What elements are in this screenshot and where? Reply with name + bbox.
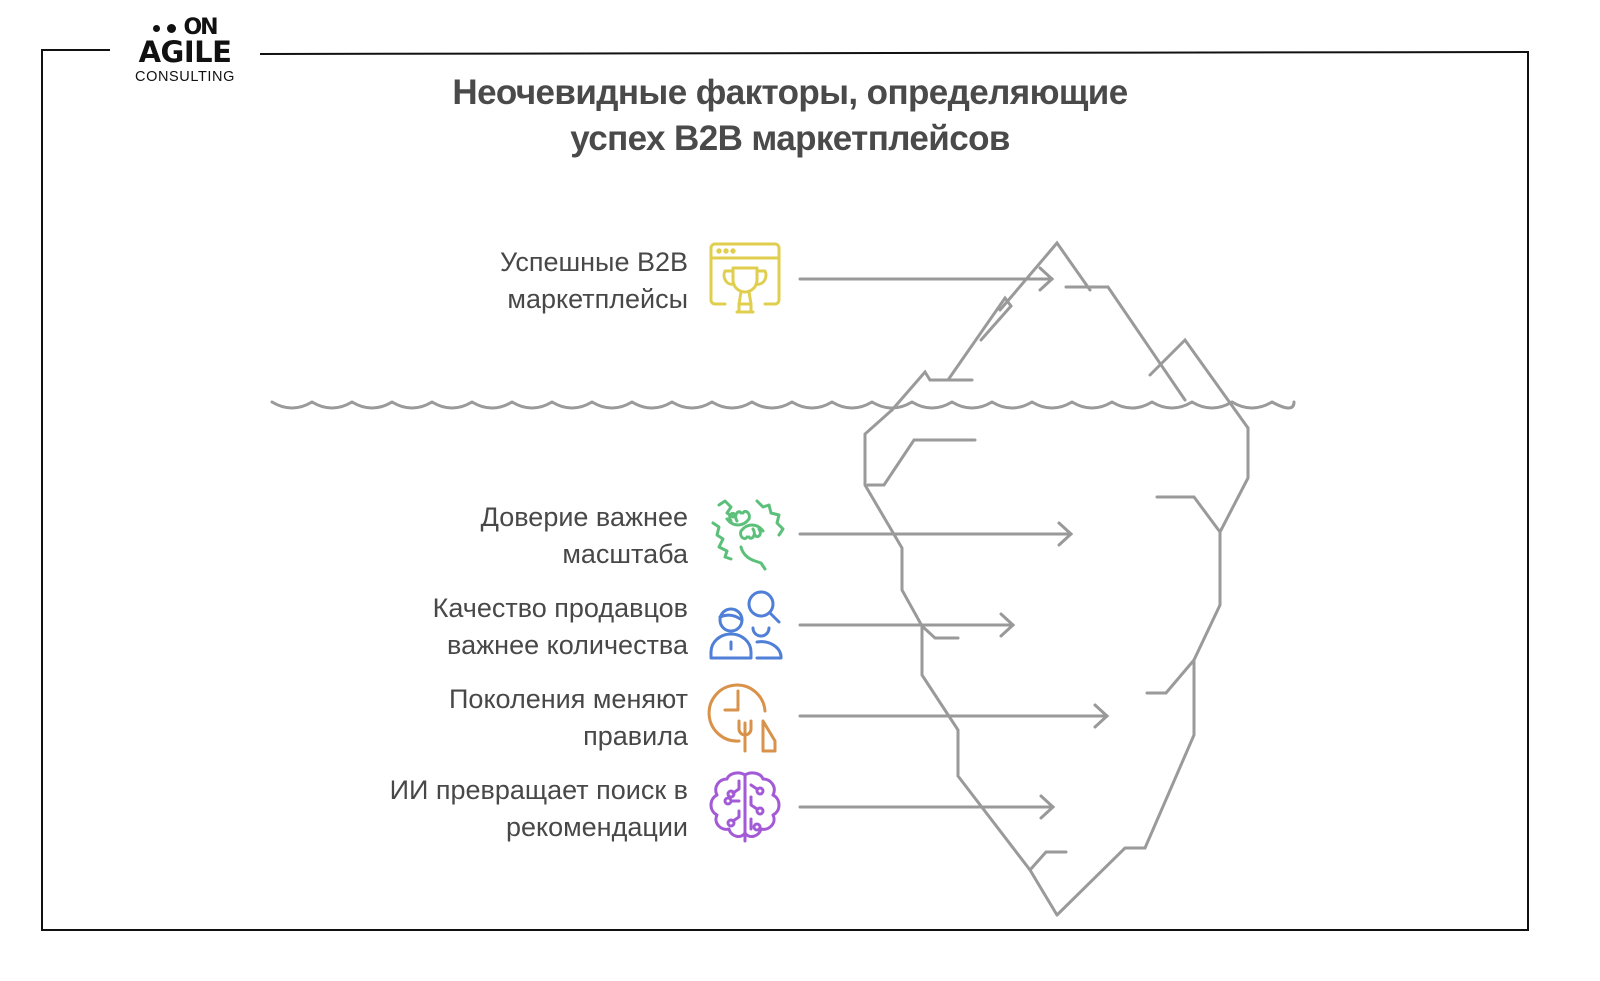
label-line: маркетплейсы bbox=[507, 284, 688, 314]
logo-mark-text: ON bbox=[183, 15, 218, 40]
logo-name: AGILE bbox=[138, 35, 232, 69]
generations-clock-icon bbox=[707, 683, 777, 753]
label-line: ИИ превращает поиск в bbox=[389, 775, 688, 805]
label-line: Качество продавцов bbox=[432, 593, 688, 623]
label-line: Поколения меняют bbox=[449, 684, 688, 714]
trophy-browser-icon bbox=[709, 242, 781, 314]
label-successful-marketplaces: Успешные B2B маркетплейсы bbox=[500, 244, 688, 318]
page-title: Неочевидные факторы, определяющие успех … bbox=[360, 70, 1220, 162]
company-logo: ON AGILE CONSULTING bbox=[110, 16, 260, 85]
label-seller-quality: Качество продавцов важнее количества bbox=[433, 590, 688, 664]
logo-subtitle: CONSULTING bbox=[135, 69, 235, 85]
ai-brain-icon bbox=[709, 771, 781, 843]
label-trust: Доверие важнее масштаба bbox=[481, 499, 688, 573]
title-line-1: Неочевидные факторы, определяющие bbox=[452, 73, 1128, 112]
label-line: Успешные B2B bbox=[499, 247, 688, 277]
label-line: рекомендации bbox=[505, 812, 688, 842]
label-line: важнее количества bbox=[447, 630, 688, 660]
logo-mark: ON bbox=[110, 16, 260, 40]
handshake-icon bbox=[711, 499, 785, 571]
label-line: Доверие важнее bbox=[480, 502, 688, 532]
label-line: масштаба bbox=[562, 539, 688, 569]
title-line-2: успех B2B маркетплейсов bbox=[570, 119, 1010, 158]
label-generations: Поколения меняют правила bbox=[449, 681, 688, 755]
label-line: правила bbox=[583, 721, 688, 751]
people-search-icon bbox=[709, 590, 783, 660]
label-ai: ИИ превращает поиск в рекомендации bbox=[390, 772, 688, 846]
